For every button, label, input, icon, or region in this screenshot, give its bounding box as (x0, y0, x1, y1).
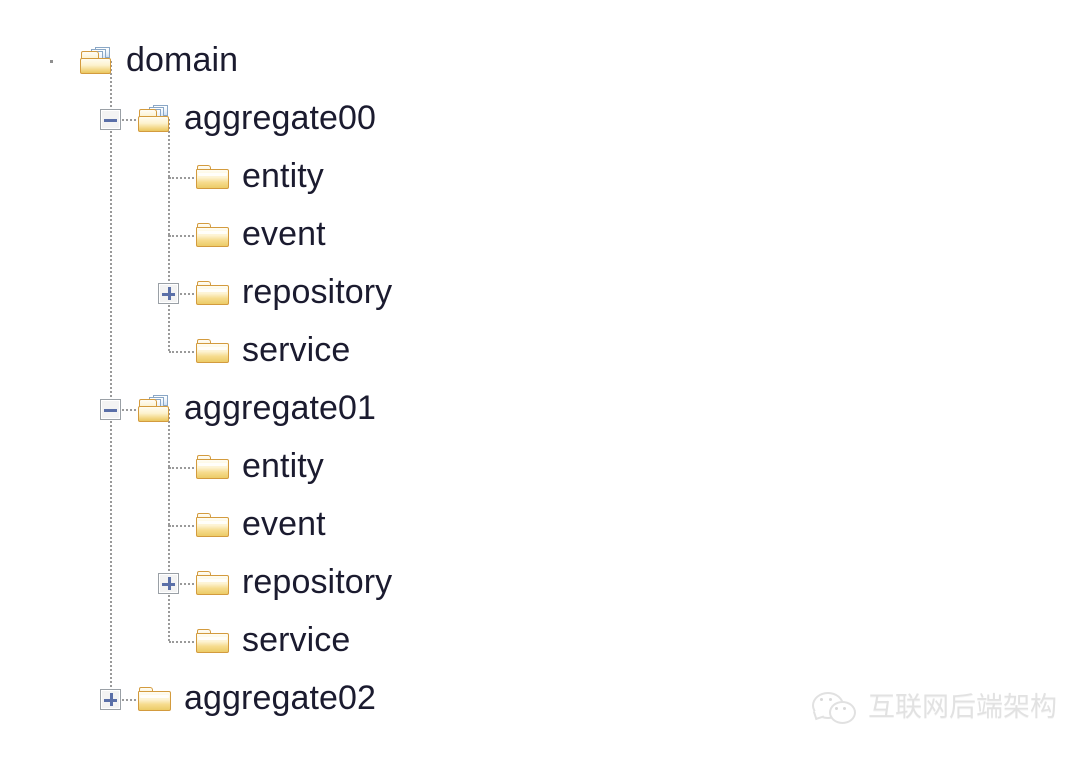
tree-guide-line (169, 351, 194, 353)
folder-icon[interactable] (196, 452, 230, 480)
tree-root-dot (50, 60, 53, 63)
watermark-text: 互联网后端架构 (868, 692, 1057, 723)
tree-item-label[interactable]: entity (242, 447, 324, 485)
tree-guide-line (168, 293, 170, 351)
tree-guide-line (110, 61, 112, 119)
expand-toggle-plus-icon[interactable] (100, 689, 121, 710)
tree-guide-line (111, 119, 136, 121)
tree-guide-line (168, 119, 170, 177)
tree-guide-line (110, 119, 112, 409)
folder-icon[interactable] (196, 220, 230, 248)
tree-guide-line (168, 467, 170, 525)
tree-guide-line (169, 467, 194, 469)
tree-item-label[interactable]: event (242, 505, 326, 543)
tree-item-label[interactable]: aggregate01 (184, 389, 377, 427)
tree-item-label[interactable]: repository (242, 273, 393, 311)
expand-toggle-plus-icon[interactable] (158, 283, 179, 304)
tree-item-label[interactable]: aggregate02 (184, 679, 377, 717)
folder-icon[interactable] (138, 684, 172, 712)
folder-icon[interactable] (196, 278, 230, 306)
tree-item-label[interactable]: domain (126, 41, 239, 79)
tree-item-label[interactable]: service (242, 331, 351, 369)
tree-guide-line (169, 525, 194, 527)
wechat-icon (812, 690, 858, 726)
tree-item-label[interactable]: entity (242, 157, 324, 195)
collapse-toggle-minus-icon[interactable] (100, 399, 121, 420)
tree-guide-line (168, 409, 170, 467)
tree-guide-line (169, 293, 194, 295)
folder-icon[interactable] (196, 626, 230, 654)
folder-icon[interactable] (196, 510, 230, 538)
tree-guide-line (169, 641, 194, 643)
tree-guide-line (111, 409, 136, 411)
tree-item-label[interactable]: repository (242, 563, 393, 601)
tree-guide-line (169, 177, 194, 179)
folder-icon[interactable] (196, 336, 230, 364)
watermark: 互联网后端架构 (812, 690, 1057, 726)
tree-guide-line (110, 409, 112, 699)
tree-guide-line (168, 235, 170, 293)
tree-guide-line (169, 583, 194, 585)
collapse-toggle-minus-icon[interactable] (100, 109, 121, 130)
tree-guide-line (168, 583, 170, 641)
tree-guide-line (111, 699, 136, 701)
expand-toggle-plus-icon[interactable] (158, 573, 179, 594)
package-icon[interactable] (80, 46, 114, 74)
package-icon[interactable] (138, 394, 172, 422)
tree-guide-line (169, 235, 194, 237)
tree-item-label[interactable]: event (242, 215, 326, 253)
package-icon[interactable] (138, 104, 172, 132)
tree-item-label[interactable]: aggregate00 (184, 99, 377, 137)
folder-icon[interactable] (196, 568, 230, 596)
folder-icon[interactable] (196, 162, 230, 190)
tree-guide-line (168, 525, 170, 583)
tree-item-label[interactable]: service (242, 621, 351, 659)
tree-guide-line (168, 177, 170, 235)
